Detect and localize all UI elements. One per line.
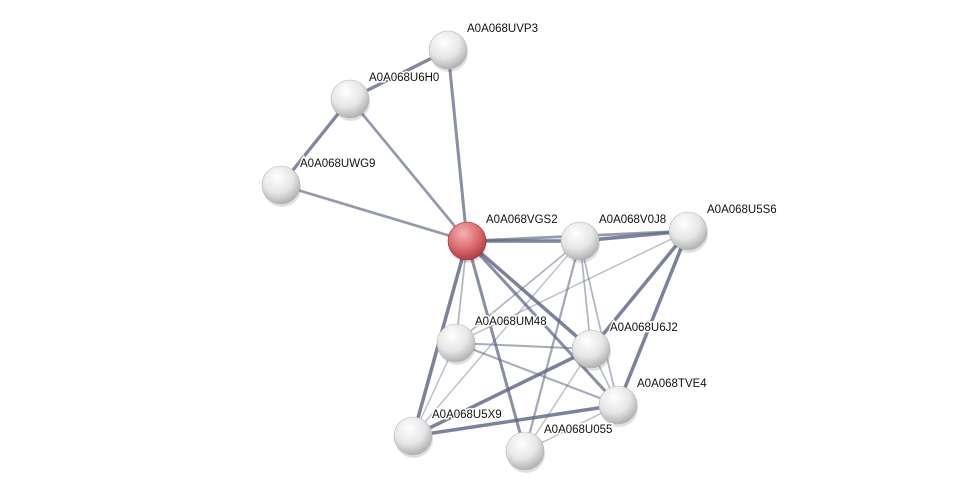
node-sphere[interactable] [598, 385, 638, 425]
node-A0A068U6H0[interactable]: A0A068U6H0 [330, 71, 441, 121]
edge-A0A068VGS2-A0A068UWG9[interactable] [280, 183, 468, 243]
node-label: A0A068VGS2 [486, 214, 558, 226]
node-A0A068U5S6[interactable]: A0A068U5S6 [668, 203, 778, 253]
node-A0A068U5X9[interactable]: A0A068U5X9 [393, 408, 503, 458]
node-A0A068VGS2[interactable]: A0A068VGS2 [447, 213, 559, 263]
edge-A0A068VGS2-A0A068U6J2[interactable] [465, 239, 593, 351]
edge-A0A068U5S6-A0A068UM48[interactable] [455, 230, 689, 344]
node-label: A0A068U5S6 [707, 204, 777, 216]
node-label: A0A068UWG9 [300, 158, 375, 170]
edge-A0A068U6J2-A0A068U055[interactable] [524, 348, 592, 452]
node-A0A068TVE4[interactable]: A0A068TVE4 [598, 377, 709, 427]
edge-A0A068V0J8-A0A068U5X9[interactable] [412, 240, 581, 437]
node-A0A068U6J2[interactable]: A0A068U6J2 [571, 321, 679, 371]
node-A0A068V0J8[interactable]: A0A068V0J8 [560, 213, 668, 263]
node-sphere[interactable] [560, 221, 600, 261]
node-sphere[interactable] [668, 211, 708, 251]
node-sphere[interactable] [447, 221, 487, 261]
node-A0A068U055[interactable]: A0A068U055 [505, 423, 614, 473]
node-sphere[interactable] [436, 323, 476, 363]
node-label: A0A068V0J8 [599, 214, 666, 226]
node-label: A0A068U6J2 [610, 322, 678, 334]
node-sphere[interactable] [330, 79, 370, 119]
node-layer: A0A068UVP3A0A068U6H0A0A068UWG9A0A068VGS2… [261, 22, 778, 473]
node-A0A068UM48[interactable]: A0A068UM48 [436, 315, 548, 365]
node-label: A0A068U055 [544, 424, 612, 436]
node-A0A068UVP3[interactable]: A0A068UVP3 [428, 22, 539, 72]
node-sphere[interactable] [261, 165, 301, 205]
node-label: A0A068UVP3 [467, 23, 538, 35]
node-sphere[interactable] [428, 30, 468, 70]
edge-A0A068UM48-A0A068U6J2[interactable] [455, 341, 592, 351]
edge-A0A068TVE4-A0A068U5X9[interactable] [412, 403, 619, 438]
edge-A0A068U5S6-A0A068U6J2[interactable] [589, 229, 690, 351]
node-label: A0A068U6H0 [369, 72, 439, 84]
node-A0A068UWG9[interactable]: A0A068UWG9 [261, 157, 377, 207]
node-sphere[interactable] [505, 431, 545, 471]
node-label: A0A068UM48 [475, 316, 547, 328]
edge-A0A068V0J8-A0A068UM48[interactable] [455, 240, 581, 344]
node-label: A0A068U5X9 [432, 409, 502, 421]
node-label: A0A068TVE4 [637, 378, 707, 390]
edge-A0A068V0J8-A0A068TVE4[interactable] [579, 240, 619, 406]
edge-A0A068VGS2-A0A068TVE4[interactable] [465, 239, 620, 407]
edge-A0A068VGS2-A0A068UVP3[interactable] [446, 49, 469, 242]
edge-A0A068U5S6-A0A068TVE4[interactable] [616, 230, 690, 406]
node-sphere[interactable] [393, 416, 433, 456]
edge-A0A068U6J2-A0A068U5X9[interactable] [412, 347, 592, 438]
node-sphere[interactable] [571, 329, 611, 369]
edge-A0A068VGS2-A0A068U6H0[interactable] [348, 98, 469, 242]
edge-A0A068VGS2-A0A068U055[interactable] [465, 240, 527, 452]
